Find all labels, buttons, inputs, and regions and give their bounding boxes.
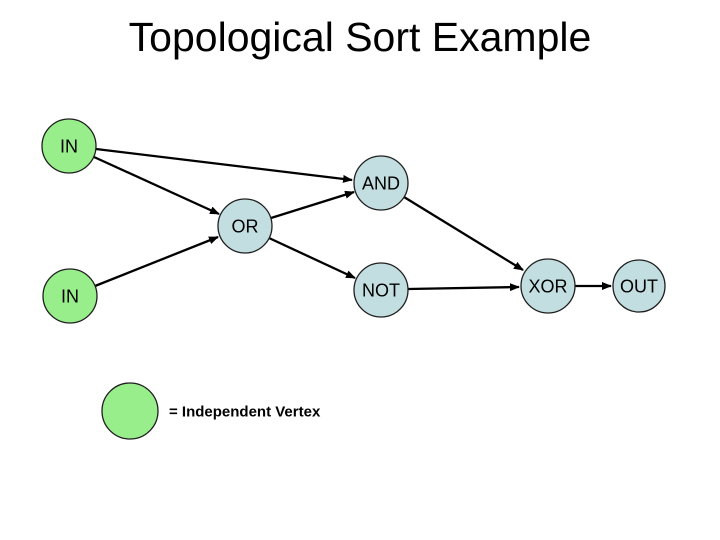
edge-in-top-to-or [93,155,220,216]
xor-vertex-label: XOR [528,276,567,296]
out-vertex-label: OUT [620,276,658,296]
node-in-bottom: IN [42,268,98,324]
node-in-top: IN [41,118,97,174]
node-not: NOT [353,262,409,318]
not-vertex-circle [353,262,409,318]
and-vertex-label: AND [362,173,400,193]
in-bottom-vertex-label: IN [61,286,79,306]
edge-in-bottom-to-or [94,235,219,288]
in-top-vertex-label: IN [60,136,78,156]
in-top-vertex-circle [41,118,97,174]
legend-label: = Independent Vertex [169,403,321,420]
edge-in-top-to-and [95,147,353,183]
not-vertex-label: NOT [362,280,400,300]
edge-group [93,147,612,292]
legend-independent-vertex-swatch [101,382,159,440]
edge-not-to-xor [407,283,520,292]
node-or: OR [217,198,273,254]
edge-or-to-and [270,190,355,220]
and-vertex-circle [353,155,409,211]
legend: = Independent Vertex [101,382,321,440]
or-vertex-circle [217,198,273,254]
edge-and-to-xor [403,196,524,271]
node-and: AND [353,155,409,211]
xor-vertex-circle [520,258,576,314]
edge-or-to-not [268,236,356,280]
in-bottom-vertex-circle [42,268,98,324]
node-xor: XOR [520,258,576,314]
page-title: Topological Sort Example [128,14,592,60]
or-vertex-label: OR [232,216,259,236]
out-vertex-circle [612,259,666,313]
node-out: OUT [612,259,666,313]
